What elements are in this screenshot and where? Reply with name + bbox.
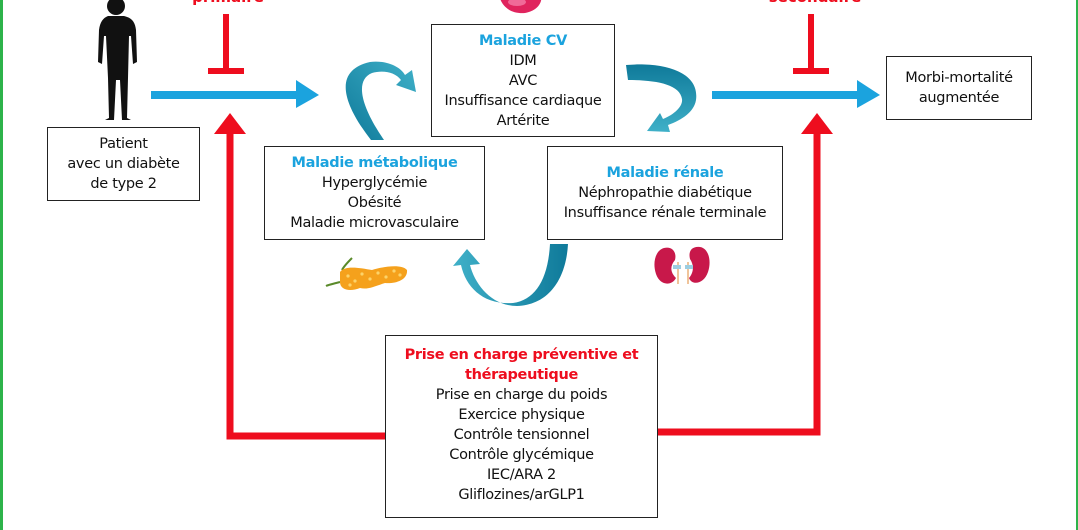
management-item: Contrôle glycémique bbox=[449, 447, 594, 463]
renal-disease-item: Insuffisance rénale terminale bbox=[563, 205, 767, 221]
cv-disease-item: AVC bbox=[508, 72, 538, 89]
cv-disease-item: IDM bbox=[509, 52, 537, 69]
renal-disease-box: Maladie rénale Néphropathie diabétique I… bbox=[547, 146, 783, 240]
cv-disease-item: Insuffisance cardiaque bbox=[444, 92, 602, 109]
primary-prevention-inhibitor bbox=[208, 14, 244, 74]
patient-line: avec un diabète bbox=[67, 156, 180, 172]
patient-line: Patient bbox=[99, 136, 148, 152]
secondary-prevention-inhibitor bbox=[793, 14, 829, 74]
renal-disease-item: Néphropathie diabétique bbox=[578, 185, 752, 201]
patient-box: Patient avec un diabète de type 2 bbox=[47, 127, 200, 201]
cycle-arrow-renal-to-metabolic bbox=[453, 244, 568, 306]
kidneys-icon bbox=[654, 246, 710, 284]
management-title: Prise en charge préventive et bbox=[404, 347, 639, 363]
management-item: Prise en charge du poids bbox=[435, 387, 608, 403]
management-item: Exercice physique bbox=[458, 407, 585, 423]
cv-disease-title: Maladie CV bbox=[478, 32, 568, 49]
outcome-box: Morbi-mortalité augmentée bbox=[886, 56, 1032, 120]
management-item: Gliflozines/arGLP1 bbox=[458, 487, 585, 503]
cv-disease-item: Artérite bbox=[496, 112, 550, 129]
management-feedback-loop bbox=[214, 113, 833, 440]
outcome-line: Morbi-mortalité bbox=[905, 70, 1013, 86]
metabolic-disease-title: Maladie métabolique bbox=[291, 155, 458, 171]
heart-icon bbox=[500, 0, 542, 14]
cycle-arrow-cv-to-renal bbox=[626, 64, 697, 132]
cycle-arrow-metabolic-to-cv bbox=[345, 61, 416, 141]
management-item: IEC/ARA 2 bbox=[487, 467, 556, 483]
primary-prevention-label: primaire bbox=[186, 0, 270, 6]
cv-disease-box: Maladie CV IDM AVC Insuffisance cardiaqu… bbox=[431, 24, 615, 137]
patient-line: de type 2 bbox=[90, 176, 157, 192]
metabolic-disease-box: Maladie métabolique Hyperglycémie Obésit… bbox=[264, 146, 485, 240]
management-box: Prise en charge préventive et thérapeuti… bbox=[385, 335, 658, 518]
flow-arrow-patient-to-cycle bbox=[151, 80, 319, 108]
renal-disease-title: Maladie rénale bbox=[606, 165, 724, 181]
metabolic-disease-item: Maladie microvasculaire bbox=[290, 215, 459, 231]
flow-arrow-cycle-to-outcome bbox=[712, 80, 880, 108]
management-title: thérapeutique bbox=[464, 367, 579, 383]
metabolic-disease-item: Hyperglycémie bbox=[321, 175, 428, 191]
secondary-prevention-label: secondaire bbox=[760, 0, 870, 6]
person-silhouette-icon bbox=[98, 0, 137, 120]
metabolic-disease-item: Obésité bbox=[347, 195, 402, 211]
management-item: Contrôle tensionnel bbox=[453, 427, 590, 443]
pancreas-icon bbox=[325, 257, 408, 290]
connectors-layer bbox=[98, 0, 880, 440]
outcome-line: augmentée bbox=[918, 90, 1000, 106]
